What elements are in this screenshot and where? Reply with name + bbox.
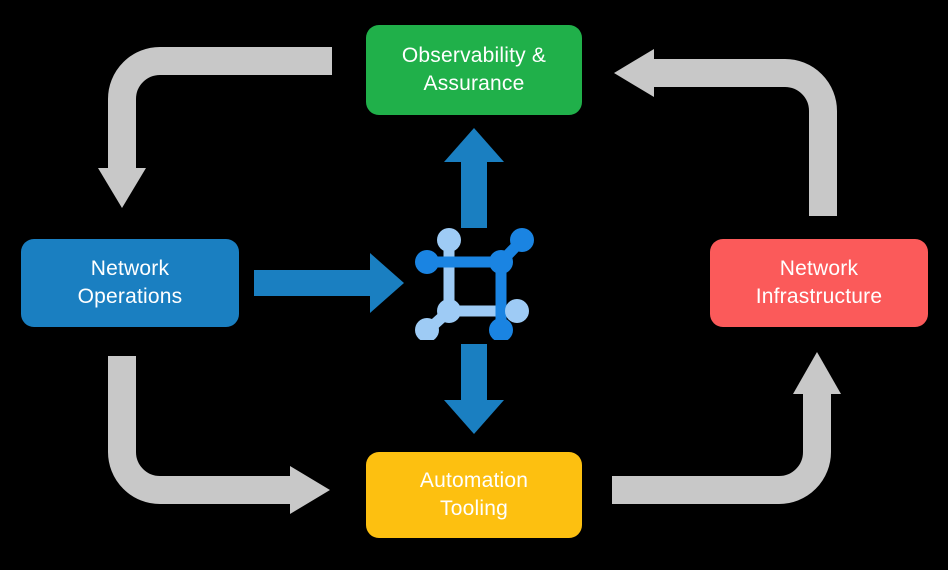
node-network-operations[interactable]: Network Operations — [21, 239, 239, 327]
arrow-center-to-observability — [444, 128, 504, 228]
arrow-automation-to-infrastructure — [612, 352, 841, 504]
arrow-operations-to-center — [254, 253, 404, 313]
arrow-observability-to-operations — [98, 47, 332, 208]
node-automation-tooling[interactable]: Automation Tooling — [366, 452, 582, 538]
node-observability-and-assurance[interactable]: Observability & Assurance — [366, 25, 582, 115]
network-topology-icon — [415, 228, 534, 340]
node-network-infrastructure[interactable]: Network Infrastructure — [710, 239, 928, 327]
arrow-operations-to-automation — [108, 356, 330, 514]
arrow-center-to-automation — [444, 344, 504, 434]
arrow-infrastructure-to-observability — [614, 49, 837, 216]
